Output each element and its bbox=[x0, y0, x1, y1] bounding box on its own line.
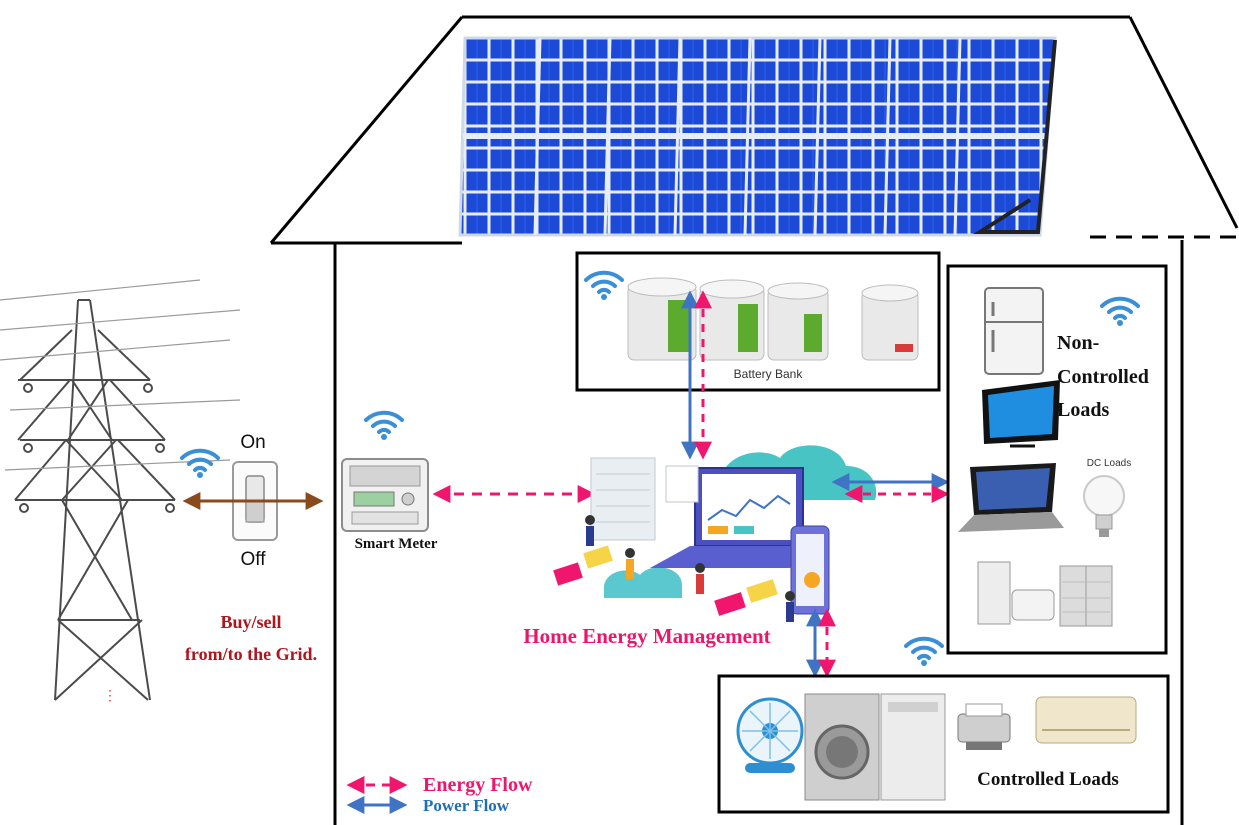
battery-bank-label: Battery Bank bbox=[734, 367, 804, 381]
printer-icon bbox=[957, 703, 1011, 750]
smart-meter-label: Smart Meter bbox=[355, 536, 438, 552]
smart-meter-wifi-icon bbox=[364, 410, 404, 442]
non-controlled-label-line-3: Loads bbox=[1057, 399, 1109, 421]
dc-loads-label: DC Loads bbox=[1087, 458, 1131, 469]
controlled-loads-label: Controlled Loads bbox=[977, 769, 1119, 790]
switch-on-label: On bbox=[240, 432, 265, 453]
fridge-icon bbox=[984, 287, 1044, 375]
washing-machine-icon bbox=[804, 693, 880, 801]
hem-illustration bbox=[553, 445, 877, 622]
grid-marker: ⋮ bbox=[103, 687, 117, 703]
non-controlled-label-line-2: Controlled bbox=[1057, 366, 1149, 388]
solar-panel bbox=[458, 36, 1057, 237]
transmission-tower bbox=[0, 279, 241, 701]
appliances-icon bbox=[977, 561, 1113, 627]
fan-icon bbox=[736, 697, 804, 773]
grid-wifi-icon bbox=[180, 448, 220, 480]
laptop-icon bbox=[958, 463, 1064, 532]
air-conditioner-icon bbox=[1035, 696, 1137, 744]
legend-energy-label: Energy Flow bbox=[423, 774, 533, 796]
hem-label: Home Energy Management bbox=[523, 624, 770, 648]
dishwasher-icon bbox=[880, 693, 946, 801]
bulb-icon bbox=[1083, 475, 1125, 537]
tv-icon bbox=[982, 380, 1060, 448]
grid-trade-line-1: Buy/sell bbox=[220, 612, 281, 632]
non-controlled-label-line-1: Non- bbox=[1057, 332, 1099, 354]
battery-bank-icon bbox=[627, 277, 919, 361]
legend-power-label: Power Flow bbox=[423, 796, 510, 815]
legend: Energy Flow Power Flow bbox=[346, 774, 533, 815]
house-outline bbox=[269, 15, 1239, 825]
smart-meter-icon bbox=[341, 458, 429, 532]
controlled-wifi-icon bbox=[904, 636, 944, 668]
grid-trade-line-2: from/to the Grid. bbox=[185, 644, 317, 664]
switch-off-label: Off bbox=[241, 549, 267, 570]
